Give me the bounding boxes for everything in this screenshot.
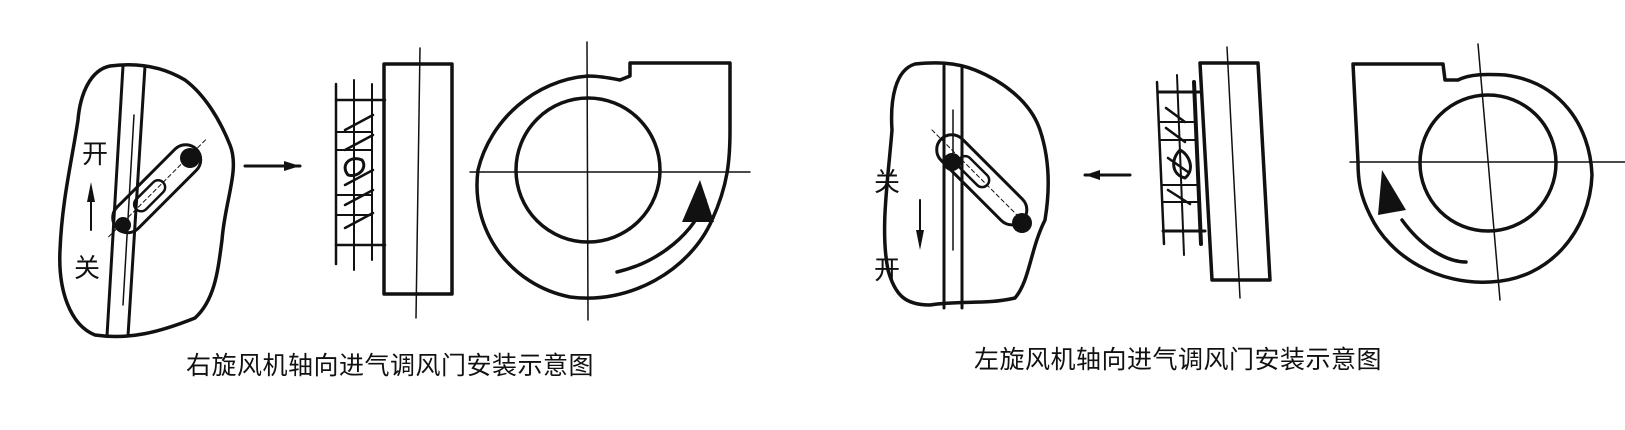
damper-label-open-bottom: 开: [874, 256, 901, 286]
damper-label-open-top: 开: [82, 140, 109, 170]
caption-left-hand-fan: 左旋风机轴向进气调风门安装示意图: [974, 345, 1383, 374]
damper-label-close-top: 关: [874, 168, 901, 198]
flow-arrow-right-diagram: [243, 161, 302, 171]
left-hand-damper-side-view: [1155, 46, 1272, 299]
left-hand-fan-volute: [1349, 43, 1625, 301]
right-hand-damper-detail: [58, 63, 236, 339]
damper-label-close-bottom: 关: [74, 254, 101, 284]
right-hand-damper-side-view: [334, 47, 454, 319]
left-hand-damper-detail: [882, 61, 1051, 310]
flow-arrow-left-diagram: [1083, 170, 1132, 180]
caption-right-hand-fan: 右旋风机轴向进气调风门安装示意图: [186, 351, 595, 380]
right-hand-fan-volute: [469, 41, 751, 321]
